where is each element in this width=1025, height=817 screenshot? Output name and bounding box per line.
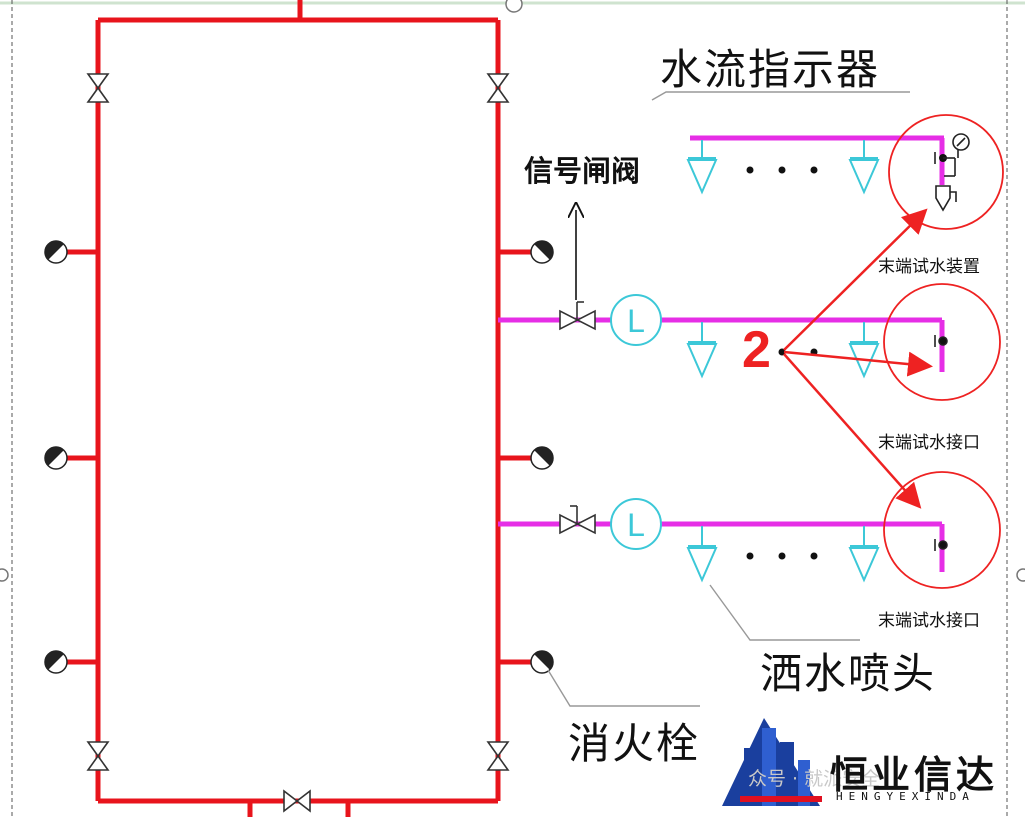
sprinkler-head-icon bbox=[686, 322, 718, 379]
signal-gate-valve-icon bbox=[559, 301, 596, 331]
fire-hydrant-icon bbox=[44, 240, 68, 264]
flow-indicator-label: 水流指示器 bbox=[660, 45, 881, 94]
hydrant-pipe-loop bbox=[56, 0, 542, 817]
highlight-circles bbox=[883, 114, 1004, 589]
highlight-circle-port-1 bbox=[883, 283, 1001, 401]
signal-gate-valves bbox=[559, 301, 596, 535]
end-test-port-label-1: 末端试水接口 bbox=[878, 433, 980, 453]
signal-valve-label: 信号闸阀 bbox=[524, 154, 641, 188]
sprinkler-heads bbox=[686, 140, 880, 583]
sprinkler-head-icon bbox=[848, 322, 880, 379]
end-test-ports bbox=[934, 335, 948, 551]
sprinkler-head-label: 洒水喷头 bbox=[760, 649, 937, 698]
loop-valves bbox=[86, 73, 510, 813]
brand-name-en: HENGYEXINDA bbox=[836, 790, 975, 803]
highlight-circle-port-2 bbox=[883, 471, 1001, 589]
leader-lines bbox=[547, 91, 910, 707]
sprinkler-head-icon bbox=[848, 526, 880, 583]
fire-hydrant-icon bbox=[44, 650, 68, 674]
annotation-number: 2 bbox=[742, 321, 771, 379]
fire-hydrant-icons bbox=[44, 240, 554, 674]
flow-indicators: L L bbox=[610, 294, 662, 550]
fire-hydrant-icon bbox=[44, 446, 68, 470]
fire-hydrant-icon bbox=[530, 240, 554, 264]
wechat-watermark: 众号 · 就派安全 bbox=[748, 768, 881, 790]
end-test-device-icon bbox=[934, 133, 970, 212]
ellipsis-dots bbox=[746, 166, 818, 560]
sprinkler-head-icon bbox=[686, 140, 718, 195]
fire-hydrant-icon bbox=[530, 650, 554, 674]
end-test-port-label-2: 末端试水接口 bbox=[878, 611, 980, 631]
sprinkler-head-icon bbox=[848, 140, 880, 195]
flow-indicator-icon: L bbox=[610, 498, 662, 550]
flow-indicator-icon: L bbox=[610, 294, 662, 346]
fire-hydrant-icon bbox=[530, 446, 554, 470]
brand-logo bbox=[722, 718, 822, 806]
highlight-circle-end-device bbox=[888, 114, 1004, 230]
signal-gate-valve-icon bbox=[559, 505, 596, 535]
sprinkler-pipes bbox=[498, 135, 945, 572]
flow-indicator-symbol: L bbox=[627, 507, 645, 543]
fire-hydrant-label: 消火栓 bbox=[568, 719, 701, 768]
annotation-arrows bbox=[783, 208, 933, 509]
end-test-device-label: 末端试水装置 bbox=[878, 257, 980, 277]
brand-name: 恒业信达 bbox=[830, 753, 999, 797]
sprinkler-head-icon bbox=[686, 526, 718, 583]
flow-indicator-symbol: L bbox=[627, 303, 645, 339]
